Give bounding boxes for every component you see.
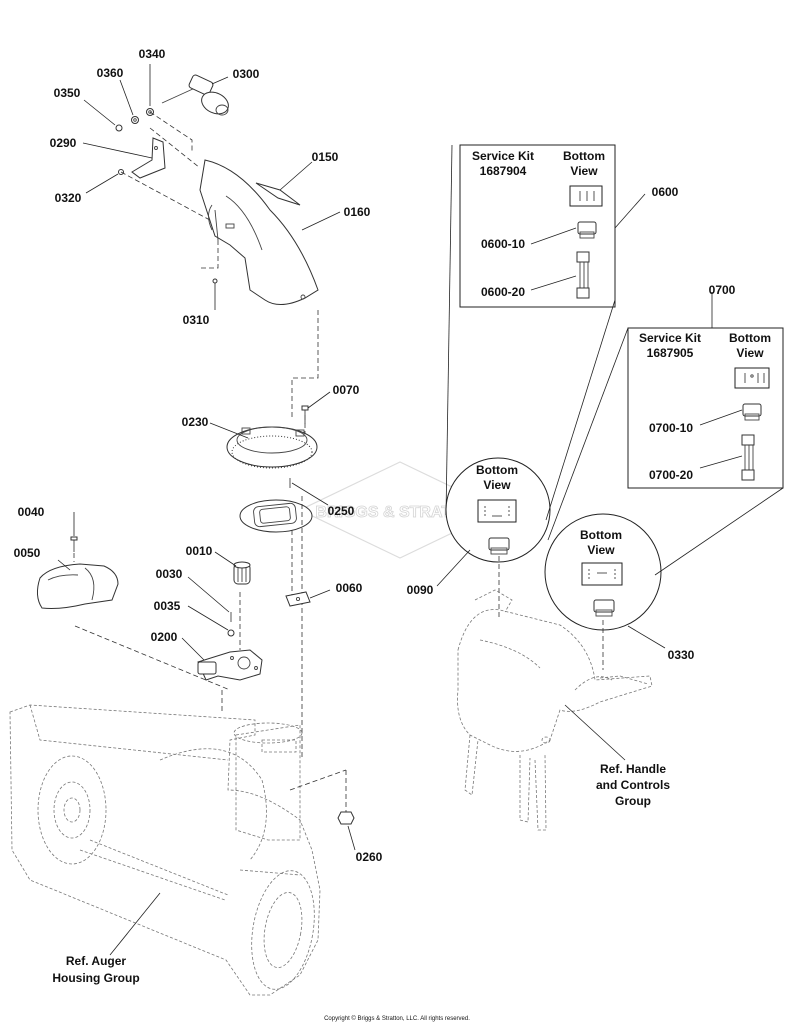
callout-0700-20: 0700-20 bbox=[649, 468, 693, 482]
callout-0310: 0310 bbox=[183, 313, 210, 327]
callout-0350: 0350 bbox=[54, 86, 81, 100]
ref-handle-line1: Ref. Handle bbox=[600, 762, 666, 776]
part-0290-bracket bbox=[131, 137, 166, 179]
kit1-wire-harness bbox=[576, 251, 590, 299]
callout-0050: 0050 bbox=[14, 546, 41, 560]
service-kit-1687905-panel: Service Kit 1687905 Bottom View bbox=[627, 327, 784, 489]
part-0050-cover bbox=[36, 563, 119, 609]
kit1-bottom-line2: View bbox=[570, 164, 598, 178]
ref-handle-label: Ref. Handle and Controls Group bbox=[596, 762, 670, 808]
kit1-bottom-view-diagram bbox=[569, 185, 603, 207]
callout-0300: 0300 bbox=[233, 67, 260, 81]
circle1-rocker-switch bbox=[488, 537, 510, 555]
part-0230-gear-ring bbox=[226, 426, 318, 469]
callout-0700-10: 0700-10 bbox=[649, 421, 693, 435]
callout-0070: 0070 bbox=[333, 383, 360, 397]
callout-0150: 0150 bbox=[312, 150, 339, 164]
kit2-bottom-line1: Bottom bbox=[729, 331, 771, 345]
callout-0600-20: 0600-20 bbox=[481, 285, 525, 299]
callout-0040: 0040 bbox=[18, 505, 45, 519]
circle1-line1: Bottom bbox=[476, 463, 518, 477]
ref-handle-line2: and Controls bbox=[596, 778, 670, 792]
circle2-rocker-switch bbox=[593, 599, 615, 617]
kit2-wire-harness bbox=[741, 434, 755, 481]
part-0010-knob bbox=[233, 561, 251, 585]
part-0350-nut bbox=[115, 124, 123, 132]
leader-lines bbox=[57, 64, 713, 956]
ref-handle-line3: Group bbox=[615, 794, 651, 808]
callout-0010: 0010 bbox=[186, 544, 213, 558]
kit2-bottom-view-diagram bbox=[734, 367, 770, 389]
callout-0320: 0320 bbox=[55, 191, 82, 205]
part-0160-chute bbox=[199, 159, 319, 305]
callout-0250: 0250 bbox=[328, 504, 355, 518]
kit1-bottom-line1: Bottom bbox=[563, 149, 605, 163]
callout-0230: 0230 bbox=[182, 415, 209, 429]
part-0310-screw bbox=[212, 278, 218, 284]
kit2-service-line1: Service Kit bbox=[639, 331, 701, 345]
ref-auger-label: Ref. Auger Housing Group bbox=[52, 954, 139, 985]
part-0070-bolt bbox=[301, 405, 309, 424]
callout-0700: 0700 bbox=[709, 283, 736, 297]
circle2-line1: Bottom bbox=[580, 528, 622, 542]
bottom-view-circle-0330: Bottom View bbox=[544, 513, 662, 631]
kit2-service-line2: 1687905 bbox=[647, 346, 694, 360]
part-0360-washer bbox=[131, 116, 139, 124]
ref-handle-controls bbox=[457, 589, 653, 831]
service-kit-1687904-panel: Service Kit 1687904 Bottom View bbox=[459, 144, 616, 308]
callout-0035: 0035 bbox=[154, 599, 181, 613]
copyright-notice: Copyright © Briggs & Stratton, LLC. All … bbox=[324, 1015, 470, 1022]
callout-0260: 0260 bbox=[356, 850, 383, 864]
kit2-rocker-switch bbox=[742, 403, 762, 421]
callout-0060: 0060 bbox=[336, 581, 363, 595]
ref-auger-line1: Ref. Auger bbox=[66, 954, 127, 968]
part-0035-washer bbox=[227, 629, 235, 637]
bottom-view-circle-0090: Bottom View bbox=[445, 457, 551, 563]
circle2-line2: View bbox=[587, 543, 615, 557]
ref-auger-line2: Housing Group bbox=[52, 971, 139, 985]
part-0040-screw bbox=[70, 536, 78, 552]
ref-auger-housing bbox=[9, 704, 321, 996]
callout-labels: 0340 0360 0350 0300 0290 0320 0150 0160 … bbox=[14, 47, 736, 864]
part-0260-nut bbox=[337, 811, 355, 825]
kit1-rocker-switch bbox=[577, 221, 597, 239]
kit1-service-line2: 1687904 bbox=[480, 164, 527, 178]
callout-0360: 0360 bbox=[97, 66, 124, 80]
callout-0290: 0290 bbox=[50, 136, 77, 150]
part-0200-gearbox bbox=[197, 649, 263, 681]
callout-0340: 0340 bbox=[139, 47, 166, 61]
callout-0090: 0090 bbox=[407, 583, 434, 597]
callout-0600-10: 0600-10 bbox=[481, 237, 525, 251]
circle1-line2: View bbox=[483, 478, 511, 492]
part-0060-clip bbox=[285, 591, 311, 607]
kit1-service-line1: Service Kit bbox=[472, 149, 534, 163]
callout-0030: 0030 bbox=[156, 567, 183, 581]
callout-0600: 0600 bbox=[652, 185, 679, 199]
callout-0330: 0330 bbox=[668, 648, 695, 662]
callout-0200: 0200 bbox=[151, 630, 178, 644]
part-0300-motor bbox=[161, 74, 229, 116]
part-0150-deflector-plate bbox=[255, 182, 301, 206]
kit2-bottom-line2: View bbox=[736, 346, 764, 360]
watermark-text: BRIGGS & STRATTON bbox=[315, 504, 484, 521]
callout-0160: 0160 bbox=[344, 205, 371, 219]
part-retainer-plate bbox=[239, 499, 313, 533]
